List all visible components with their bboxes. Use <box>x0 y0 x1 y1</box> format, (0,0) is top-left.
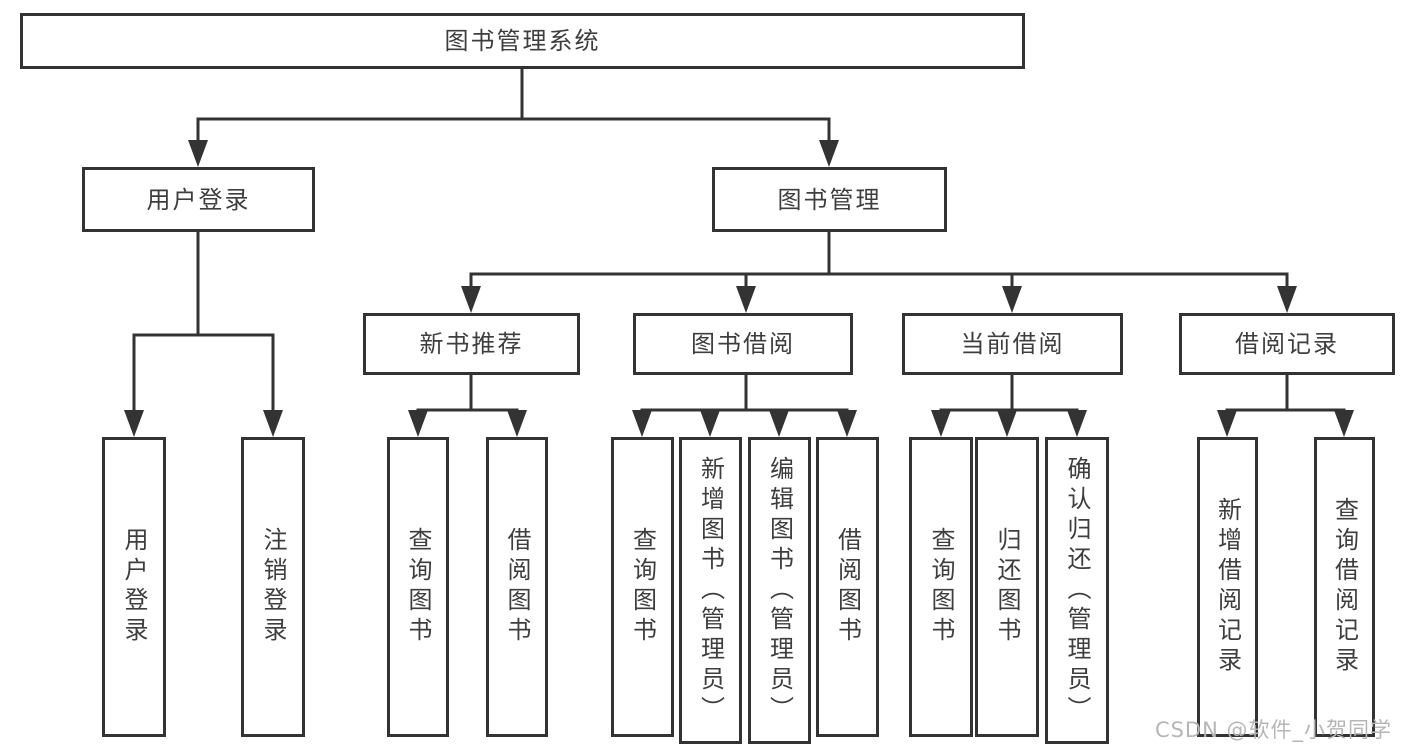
node-label-leaf-query-borrow-record: 查询借阅记录 <box>1330 497 1359 677</box>
arrowhead-icon <box>837 410 857 437</box>
node-leaf-borrow-books-2: 借阅图书 <box>816 437 879 737</box>
connector-group-new-book-recommend <box>408 373 527 437</box>
node-leaf-edit-books-admin: 编辑图书（管理员） <box>748 437 811 744</box>
node-leaf-return-books: 归还图书 <box>975 437 1039 737</box>
node-new-book-recommend: 新书推荐 <box>363 313 580 375</box>
connector-path-borrowing-records <box>1225 373 1346 416</box>
node-book-borrowing: 图书借阅 <box>633 313 853 375</box>
connector-group-current-borrowing <box>931 373 1087 437</box>
watermark: CSDN @软件_小贺同学 <box>1154 718 1392 742</box>
node-system-root: 图书管理系统 <box>20 13 1025 69</box>
connector-group-system-root <box>188 67 839 167</box>
node-label-current-borrowing: 当前借阅 <box>960 330 1065 358</box>
node-label-leaf-query-books-3: 查询图书 <box>927 527 955 647</box>
node-leaf-confirm-return-admin: 确认归还（管理员） <box>1045 437 1109 744</box>
node-label-user-login-branch: 用户登录 <box>146 185 251 214</box>
node-label-new-book-recommend: 新书推荐 <box>419 330 524 358</box>
node-leaf-user-login: 用户登录 <box>102 437 166 737</box>
node-label-leaf-user-login: 用户登录 <box>120 527 148 647</box>
node-leaf-add-books-admin: 新增图书（管理员） <box>679 437 742 744</box>
node-label-borrowing-records: 借阅记录 <box>1235 330 1339 358</box>
node-label-leaf-edit-books-admin: 编辑图书（管理员） <box>765 455 794 726</box>
arrowhead-icon <box>997 410 1017 437</box>
connector-path-book-borrowing <box>640 373 849 416</box>
node-leaf-query-books-3: 查询图书 <box>909 437 973 737</box>
node-leaf-logout: 注销登录 <box>241 437 305 737</box>
arrowhead-icon <box>1002 286 1022 313</box>
arrowhead-icon <box>263 410 283 437</box>
node-label-leaf-borrow-books-2: 借阅图书 <box>833 527 862 647</box>
node-label-book-management-branch: 图书管理 <box>777 185 882 214</box>
arrowhead-icon <box>700 410 720 437</box>
node-user-login-branch: 用户登录 <box>82 167 315 232</box>
arrowhead-icon <box>408 410 428 437</box>
arrowhead-icon <box>736 286 756 313</box>
connector-group-book-borrowing <box>632 373 857 437</box>
arrowhead-icon <box>507 410 527 437</box>
connector-group-book-management-branch <box>461 230 1297 313</box>
node-label-leaf-return-books: 归还图书 <box>993 527 1021 647</box>
node-label-leaf-borrow-books-1: 借阅图书 <box>503 527 531 647</box>
node-label-system-root: 图书管理系统 <box>444 27 601 55</box>
arrowhead-icon <box>632 410 652 437</box>
node-book-management-branch: 图书管理 <box>712 167 947 232</box>
node-label-book-borrowing: 图书借阅 <box>691 330 795 358</box>
node-label-leaf-confirm-return-admin: 确认归还（管理员） <box>1063 455 1091 726</box>
arrowhead-icon <box>1217 410 1237 437</box>
connector-path-user-login-branch <box>132 230 275 416</box>
connector-path-current-borrowing <box>939 373 1079 416</box>
node-leaf-query-books-2: 查询图书 <box>611 437 674 737</box>
connector-path-book-management-branch <box>469 230 1289 292</box>
connector-path-new-book-recommend <box>416 373 519 416</box>
node-label-leaf-add-books-admin: 新增图书（管理员） <box>696 455 725 726</box>
arrowhead-icon <box>124 410 144 437</box>
node-leaf-query-books-1: 查询图书 <box>387 437 449 737</box>
arrowhead-icon <box>461 286 481 313</box>
node-leaf-add-borrow-record: 新增借阅记录 <box>1197 437 1258 737</box>
arrowhead-icon <box>819 140 839 167</box>
connector-group-user-login-branch <box>124 230 283 437</box>
node-label-leaf-logout: 注销登录 <box>259 527 287 647</box>
arrowhead-icon <box>1067 410 1087 437</box>
node-current-borrowing: 当前借阅 <box>902 313 1123 375</box>
node-label-leaf-query-books-2: 查询图书 <box>628 527 657 647</box>
arrowhead-icon <box>769 410 789 437</box>
arrowhead-icon <box>1334 410 1354 437</box>
connector-group-borrowing-records <box>1217 373 1354 437</box>
node-leaf-borrow-books-1: 借阅图书 <box>486 437 548 737</box>
connector-path-system-root <box>196 67 831 146</box>
node-label-leaf-query-books-1: 查询图书 <box>404 527 432 647</box>
arrowhead-icon <box>931 410 951 437</box>
node-leaf-query-borrow-record: 查询借阅记录 <box>1314 437 1375 737</box>
arrowhead-icon <box>188 140 208 167</box>
node-borrowing-records: 借阅记录 <box>1179 313 1395 375</box>
node-label-leaf-add-borrow-record: 新增借阅记录 <box>1213 497 1242 677</box>
arrowhead-icon <box>1277 286 1297 313</box>
